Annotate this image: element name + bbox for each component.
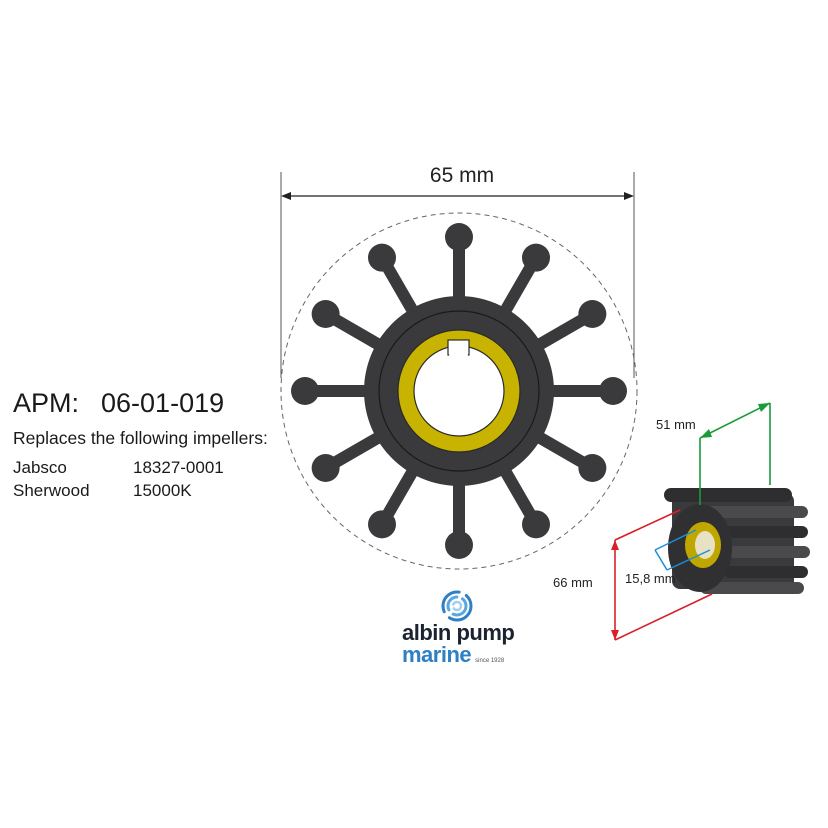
side-fin-6 — [700, 582, 804, 594]
brand-cell: Jabsco — [13, 458, 67, 477]
bore-dimension — [654, 529, 711, 571]
cross-reference-table: Jabsco 18327-0001 Sherwood 15000K — [13, 458, 224, 504]
table-row: Sherwood 15000K — [13, 481, 224, 504]
height-arrow-top — [611, 540, 619, 550]
length-arrow-right — [758, 403, 770, 412]
logo-line2: marine — [402, 642, 472, 667]
part-cell: 18327-0001 — [133, 458, 224, 477]
height-dimension — [614, 509, 713, 641]
height-label: 66 mm — [553, 575, 593, 590]
vane-tip — [368, 243, 396, 272]
keyway-cover — [449, 350, 468, 358]
impeller-side-view — [664, 488, 810, 594]
vane-tip — [578, 300, 607, 328]
vane-tip — [445, 531, 473, 559]
product-code: 06-01-019 — [101, 388, 225, 418]
outer-envelope-circle — [280, 212, 638, 570]
length-dimension — [699, 402, 771, 505]
albin-swirl-icon — [441, 590, 473, 622]
side-fin-1 — [664, 488, 792, 502]
product-prefix: APM: — [13, 388, 80, 418]
vane-tip — [599, 377, 627, 405]
bore-label: 15,8 mm — [625, 571, 676, 586]
vane-tip — [578, 454, 607, 482]
vane-tip — [368, 510, 396, 539]
diameter-label: 65 mm — [430, 164, 494, 187]
vane-tip — [522, 510, 550, 539]
vane-tip — [522, 243, 550, 272]
dimension-arrow-left — [281, 192, 291, 200]
side-fin-5 — [724, 566, 808, 578]
table-row: Jabsco 18327-0001 — [13, 458, 224, 481]
brand-cell: Sherwood — [13, 481, 90, 500]
part-cell: 15000K — [133, 481, 192, 500]
vane-tip — [445, 223, 473, 251]
vane-tip — [291, 377, 319, 405]
bore-hole — [413, 345, 505, 437]
logo-line1: albin pump — [402, 620, 515, 645]
dimension-arrow-right — [624, 192, 634, 200]
side-bore — [695, 531, 715, 559]
length-arrow-left — [700, 429, 712, 438]
hub-ring-outline — [378, 310, 540, 472]
side-fin-4 — [724, 546, 810, 558]
vane-tip — [311, 454, 340, 482]
diameter-dimension: 65 mm — [280, 164, 635, 378]
replaces-heading: Replaces the following impellers: — [13, 428, 268, 448]
product-code-line: APM: 06-01-019 — [13, 388, 224, 419]
height-arrow-bottom — [611, 630, 619, 640]
vane-tip — [311, 300, 340, 328]
length-label: 51 mm — [656, 417, 696, 432]
logo-since: since 1928 — [475, 658, 505, 664]
